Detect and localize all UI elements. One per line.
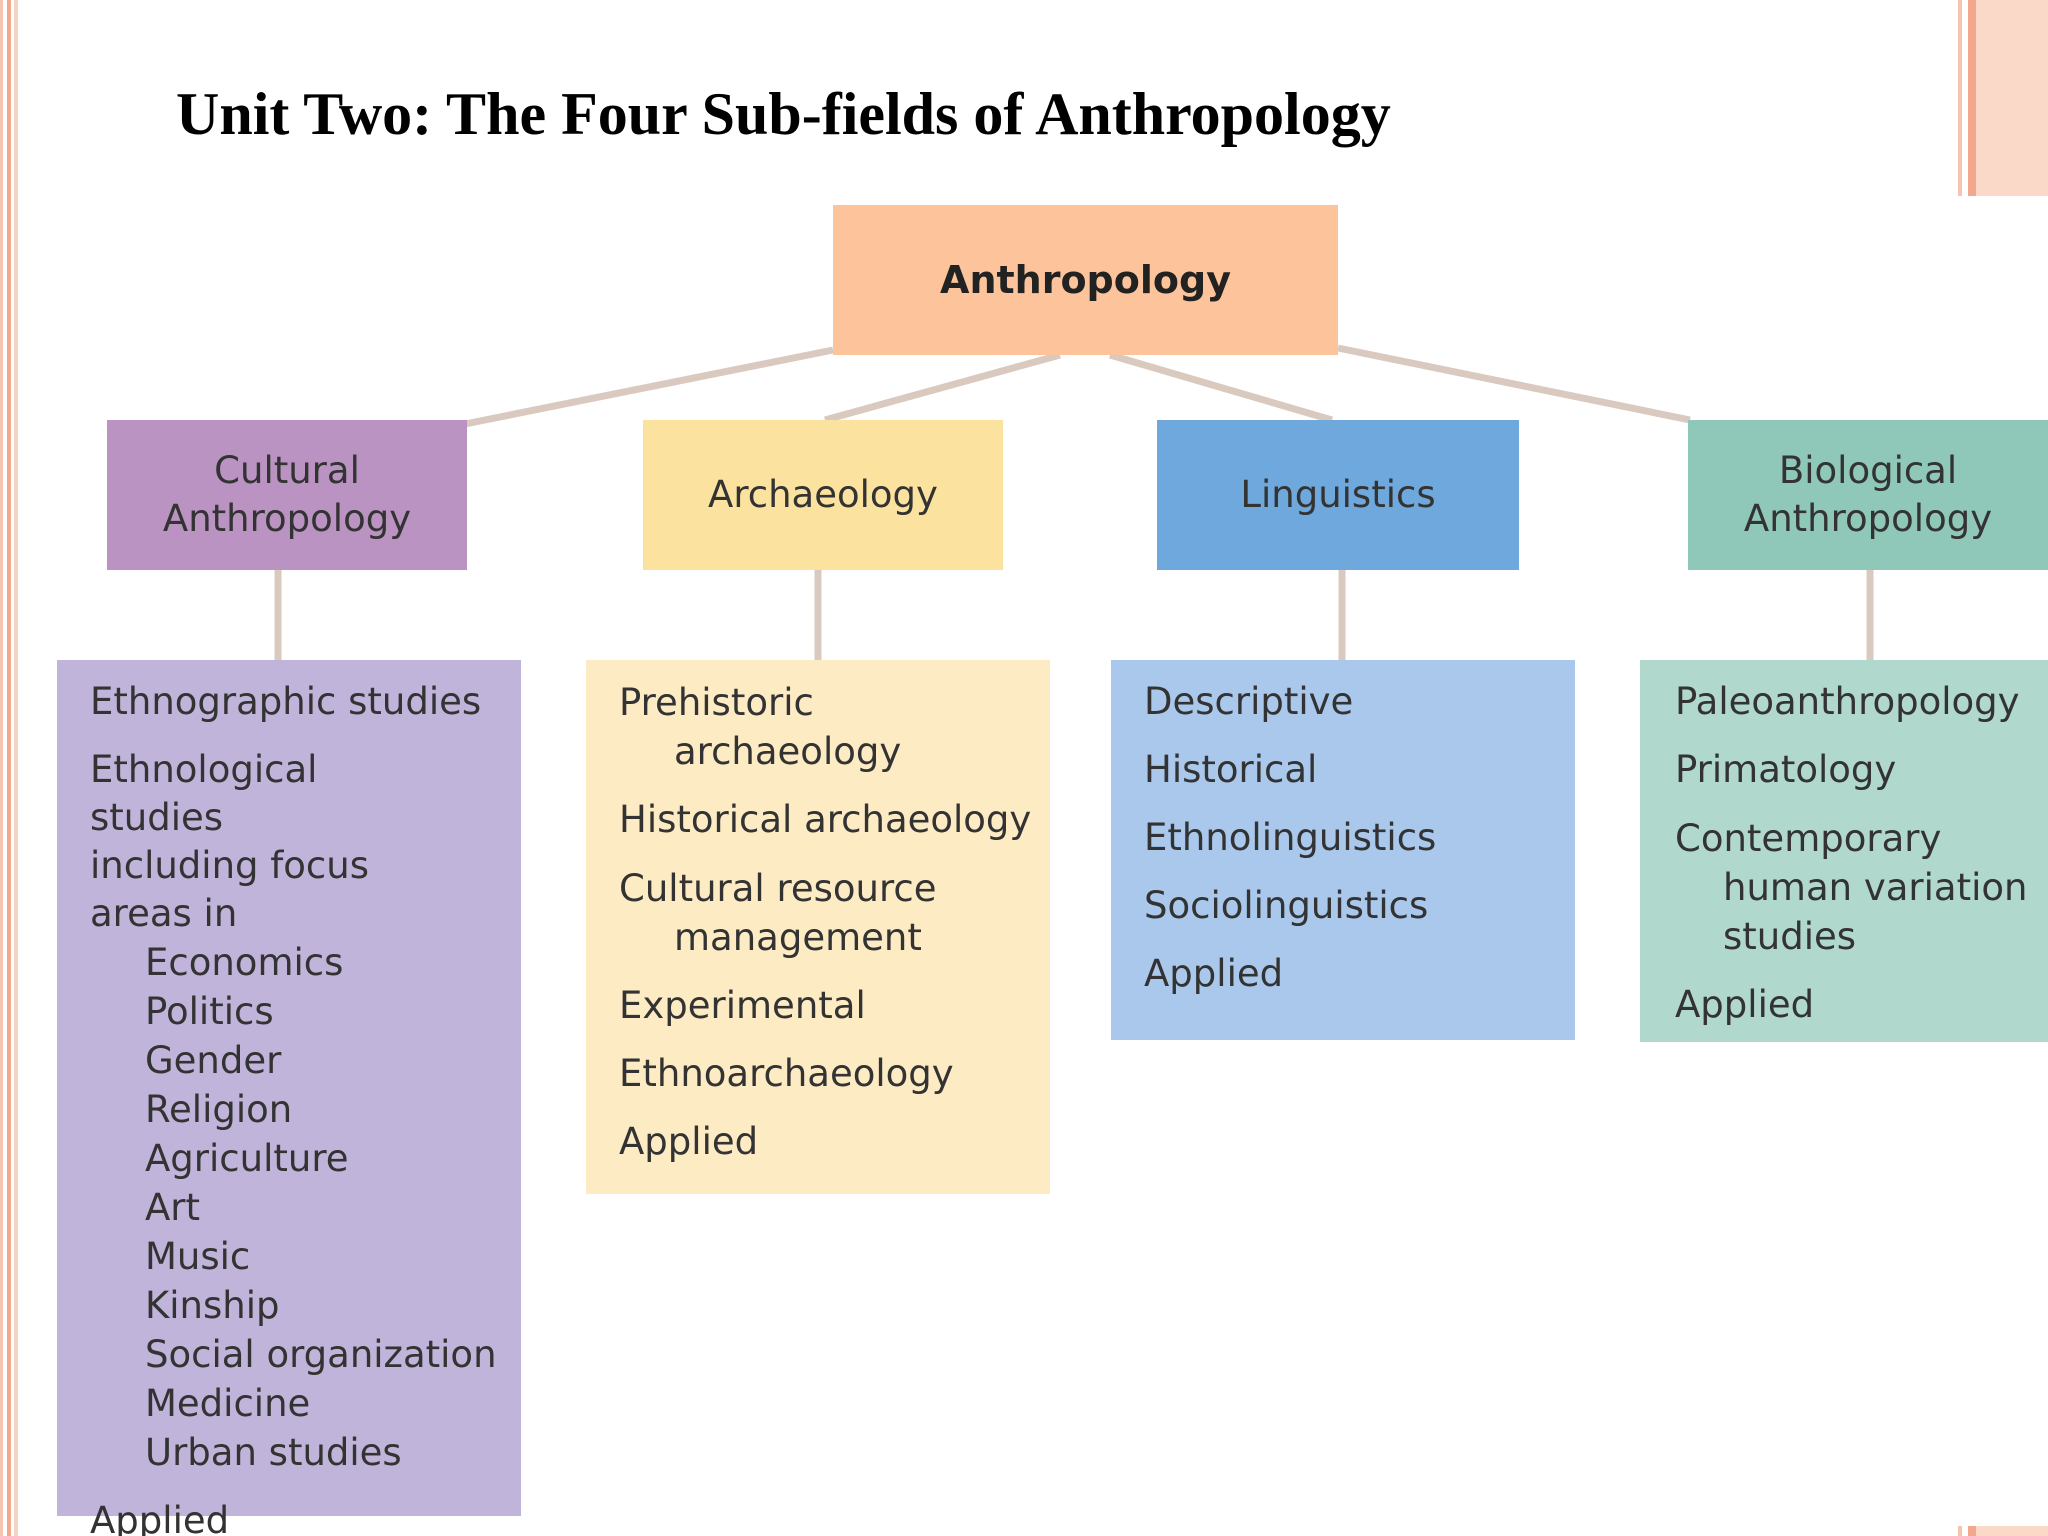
- list-item: Contemporary human variation studies: [1675, 817, 2028, 958]
- focus-area-item: Music: [145, 1235, 251, 1278]
- node-linguistics: Linguistics: [1157, 420, 1519, 570]
- connector-root-cultural: [464, 346, 834, 428]
- focus-area-item: Social organization: [145, 1333, 497, 1376]
- biological-anthropology-list: Paleoanthropology Primatology Contempora…: [1640, 660, 2048, 1042]
- list-item: Applied: [1675, 983, 1815, 1026]
- list-item: Ethnoarchaeology: [619, 1052, 954, 1095]
- slide-title: Unit Two: The Four Sub-fields of Anthrop…: [176, 81, 1391, 147]
- list-item: Experimental: [619, 984, 866, 1027]
- list-item: Cultural resource management: [619, 867, 937, 959]
- list-item: Applied: [619, 1120, 759, 1163]
- list-item: Sociolinguistics: [1144, 884, 1429, 927]
- focus-area-item: Medicine: [145, 1382, 311, 1425]
- node-archaeology: Archaeology: [643, 420, 1003, 570]
- node-anthropology-label: Anthropology: [940, 258, 1231, 302]
- node-archaeology-label: Archaeology: [708, 473, 938, 516]
- node-cultural-anthropology-label: Cultural Anthropology: [162, 449, 412, 540]
- list-item: Historical archaeology: [619, 798, 1032, 841]
- node-linguistics-label: Linguistics: [1240, 473, 1436, 516]
- list-item: Prehistoric archaeology: [619, 681, 902, 773]
- connector-root-linguistics: [1109, 351, 1333, 424]
- focus-area-item: Agriculture: [145, 1137, 349, 1180]
- focus-area-item: Gender: [145, 1039, 282, 1082]
- focus-area-item: Politics: [145, 990, 274, 1033]
- node-anthropology: Anthropology: [833, 205, 1338, 355]
- right-decorative-stripe-bottom: [1958, 1526, 2048, 1536]
- focus-area-item: Economics: [145, 941, 344, 984]
- node-biological-anthropology-label: Biological Anthropology: [1743, 449, 1993, 540]
- list-item: Ethnographic studies: [90, 680, 482, 723]
- focus-area-item: Urban studies: [145, 1431, 402, 1474]
- list-item: Paleoanthropology: [1675, 680, 2020, 723]
- focus-area-item: Kinship: [145, 1284, 280, 1327]
- focus-area-item: Religion: [145, 1088, 293, 1131]
- connector-root-biological: [1337, 344, 1691, 424]
- right-decorative-stripe: [1958, 0, 2048, 196]
- left-decorative-stripe: [0, 0, 18, 1536]
- list-item: Primatology: [1675, 748, 1897, 791]
- focus-area-item: Art: [145, 1186, 201, 1229]
- cultural-anthropology-list: Ethnographic studies Ethnological studie…: [57, 660, 521, 1536]
- node-biological-anthropology: Biological Anthropology: [1688, 420, 2048, 570]
- node-cultural-anthropology: Cultural Anthropology: [107, 420, 467, 570]
- focus-areas-list: Economics Politics Gender Religion Agric…: [90, 938, 521, 1477]
- archaeology-list: Prehistoric archaeology Historical archa…: [586, 660, 1050, 1194]
- list-item: Descriptive: [1144, 680, 1354, 723]
- connector-root-archaeology: [824, 351, 1061, 424]
- list-item: Ethnological studies including focus are…: [90, 748, 369, 935]
- list-item: Historical: [1144, 748, 1318, 791]
- list-item: Applied: [1144, 952, 1284, 995]
- linguistics-list: Descriptive Historical Ethnolinguistics …: [1111, 660, 1575, 1040]
- list-item: Ethnolinguistics: [1144, 816, 1437, 859]
- list-item: Applied: [90, 1499, 230, 1536]
